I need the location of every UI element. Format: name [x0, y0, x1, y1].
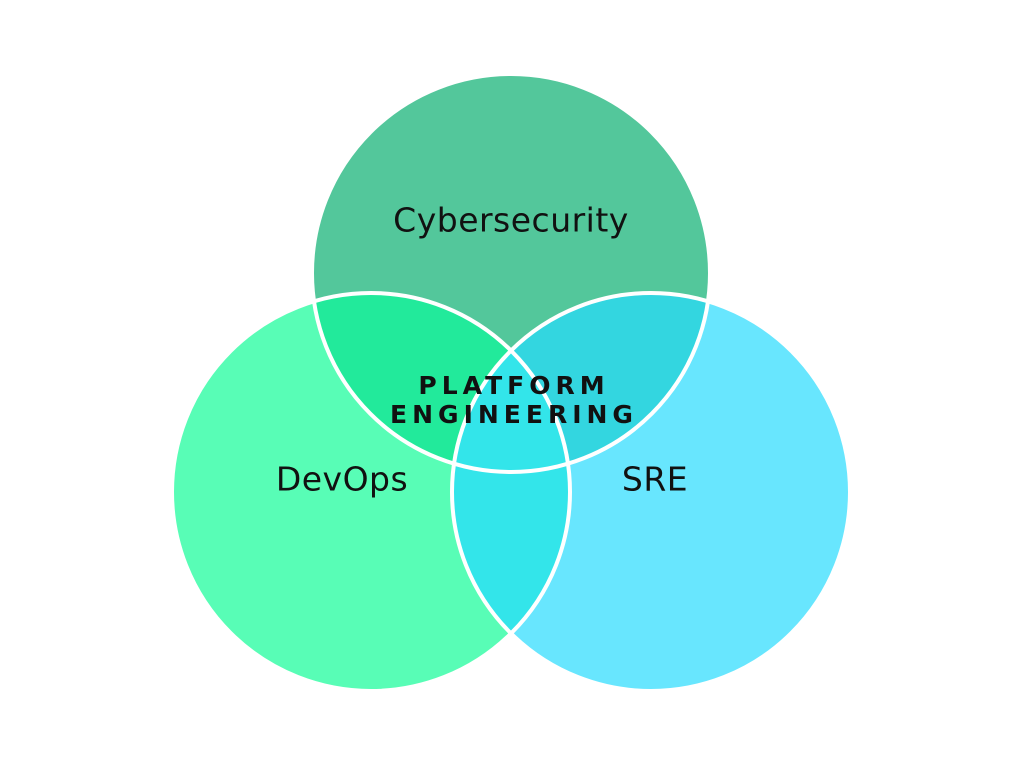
circle-outlines — [170, 72, 852, 693]
center-label-line-1: PLATFORM — [418, 371, 610, 400]
platform-engineering-label: PLATFORM ENGINEERING — [390, 371, 638, 429]
devops-label: DevOps — [275, 459, 409, 499]
cybersecurity-label: Cybersecurity — [393, 200, 629, 240]
center-label-line-2: ENGINEERING — [390, 400, 638, 429]
sre-label: SRE — [621, 459, 689, 499]
overlap-cybersecurity-sre — [452, 293, 710, 472]
overlap-cybersecurity-devops — [312, 293, 570, 472]
